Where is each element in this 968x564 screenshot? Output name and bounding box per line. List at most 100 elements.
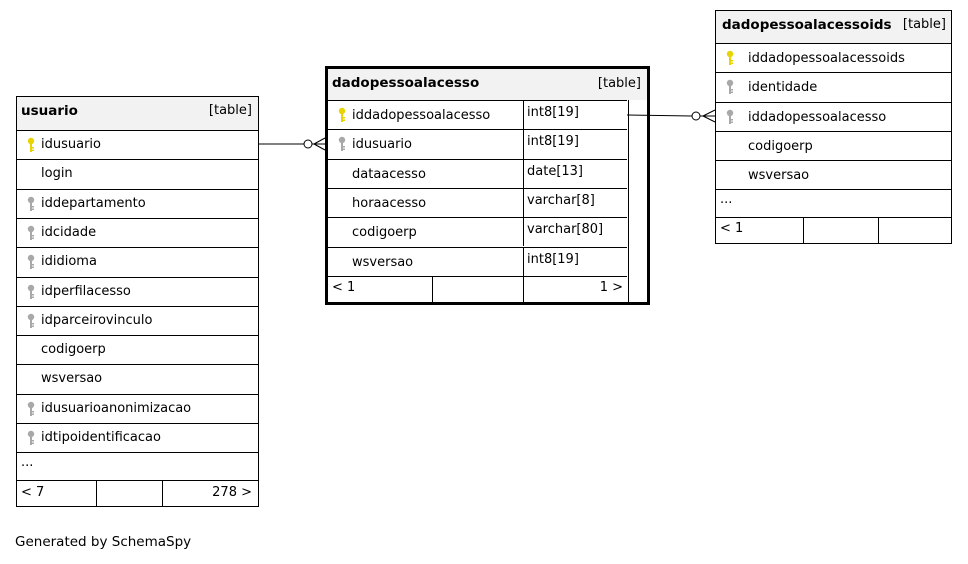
column-row[interactable]: iddadopessoalacesso int8[19] [328,100,627,130]
column-row[interactable]: idusuario [17,130,258,159]
primary-key-icon [27,137,35,152]
column-name: idtipoidentificacao [41,430,161,445]
column-name: wsversao [41,371,103,387]
table-type: [table] [902,17,946,32]
table-type: [table] [597,76,641,91]
column-row[interactable]: iddepartamento [17,188,258,218]
column-name: iddadopessoalacessoids [748,51,905,66]
footer-divider [523,277,524,302]
column-row[interactable]: wsversao [17,364,258,393]
column-name: ididioma [41,254,97,270]
column-name: codigoerp [748,138,813,154]
column-divider [523,247,524,276]
column-name: idcidade [41,224,97,240]
primary-key-icon [726,50,734,65]
column-name: codigoerp [41,342,106,358]
column-divider [523,101,524,130]
column-divider [523,218,524,247]
more-columns: ... [21,455,34,470]
primary-key-icon [338,107,346,122]
table-dadopessoalacessoids[interactable]: dadopessoalacessoids [table] iddadopesso… [715,10,952,244]
column-divider [523,130,524,159]
foreign-key-icon [27,401,35,416]
table-header: dadopessoalacesso [table] [328,69,647,100]
column-name: iddadopessoalacesso [748,109,887,125]
foreign-key-icon [27,430,35,445]
column-row[interactable]: login [17,159,258,188]
column-row[interactable]: idparceirovinculo [17,305,258,335]
column-row[interactable]: identidade [716,72,951,101]
column-name: iddepartamento [41,195,146,211]
edge-usuario-to-dadopessoalacesso [259,137,326,151]
column-name: wsversao [352,254,414,270]
table-footer: < 7 278 > [17,480,258,507]
column-row[interactable]: wsversao [716,160,951,189]
table-header: dadopessoalacessoids [table] [716,11,951,43]
table-type: [table] [208,103,252,118]
more-columns-row: ... [17,452,258,480]
column-row[interactable]: horaacesso varchar[8] [328,187,627,218]
column-name: idusuarioanonimizacao [41,400,192,416]
column-name: idperfilacesso [41,283,131,299]
column-divider [523,188,524,218]
edge-dadopessoalacesso-to-dadopessoalacessoids [626,109,716,123]
column-row[interactable]: codigoerp varchar[80] [328,217,627,247]
footer-divider [162,481,163,507]
column-row[interactable]: idtipoidentificacao [17,423,258,452]
table-dadopessoalacesso[interactable]: dadopessoalacesso [table] iddadopessoala… [325,66,650,305]
table-usuario[interactable]: usuario [table] idusuario login iddepartam… [16,96,259,507]
footer-children-count: < 7 [21,485,45,500]
column-type: int8[19] [527,105,579,120]
footer-divider [432,277,433,302]
column-type: int8[19] [527,134,579,150]
column-type: varchar[80] [527,222,604,238]
more-columns: ... [720,192,733,207]
table-footer: < 1 1 > [328,276,627,302]
column-row[interactable]: iddadopessoalacessoids [716,43,951,72]
column-row[interactable]: ididioma [17,247,258,276]
table-name: usuario [21,103,78,119]
column-row[interactable]: codigoerp [17,335,258,364]
table-name: dadopessoalacessoids [722,17,892,33]
column-divider [628,100,629,302]
foreign-key-icon [726,80,734,95]
table-footer: < 1 [716,217,951,244]
column-row[interactable]: idusuarioanonimizacao [17,393,258,423]
foreign-key-icon [27,225,35,240]
column-row[interactable]: idperfilacesso [17,276,258,306]
column-row[interactable]: iddadopessoalacesso [716,101,951,131]
column-row[interactable]: idusuario int8[19] [328,129,627,159]
footer-children-count: < 1 [332,280,356,295]
column-name: identidade [748,80,818,96]
column-name: idusuario [41,137,101,152]
foreign-key-icon [338,137,346,152]
foreign-key-icon [27,196,35,211]
column-row[interactable]: codigoerp [716,130,951,160]
column-name: idparceirovinculo [41,312,153,328]
column-name: iddadopessoalacesso [352,108,491,123]
table-name: dadopessoalacesso [332,75,480,91]
footer-row-count: 1 > [599,280,623,295]
more-columns-row: ... [716,189,951,217]
footer-children-count: < 1 [720,221,744,236]
column-row[interactable]: idcidade [17,217,258,247]
footer-divider [878,218,879,244]
footer-divider [96,481,97,507]
table-header: usuario [table] [17,97,258,130]
column-row[interactable]: wsversao int8[19] [328,246,627,276]
column-name: codigoerp [352,225,417,241]
foreign-key-icon [27,284,35,299]
column-name: wsversao [748,168,810,184]
generated-by-footer: Generated by SchemaSpy [15,534,192,550]
column-name: dataacesso [352,166,426,182]
footer-row-count: 278 > [212,485,252,500]
footer-divider [803,218,804,244]
column-type: varchar[8] [527,192,595,208]
foreign-key-icon [27,254,35,270]
column-name: idusuario [352,137,412,153]
column-name: login [41,166,73,182]
column-name: horaacesso [352,195,427,211]
column-type: int8[19] [527,251,579,267]
